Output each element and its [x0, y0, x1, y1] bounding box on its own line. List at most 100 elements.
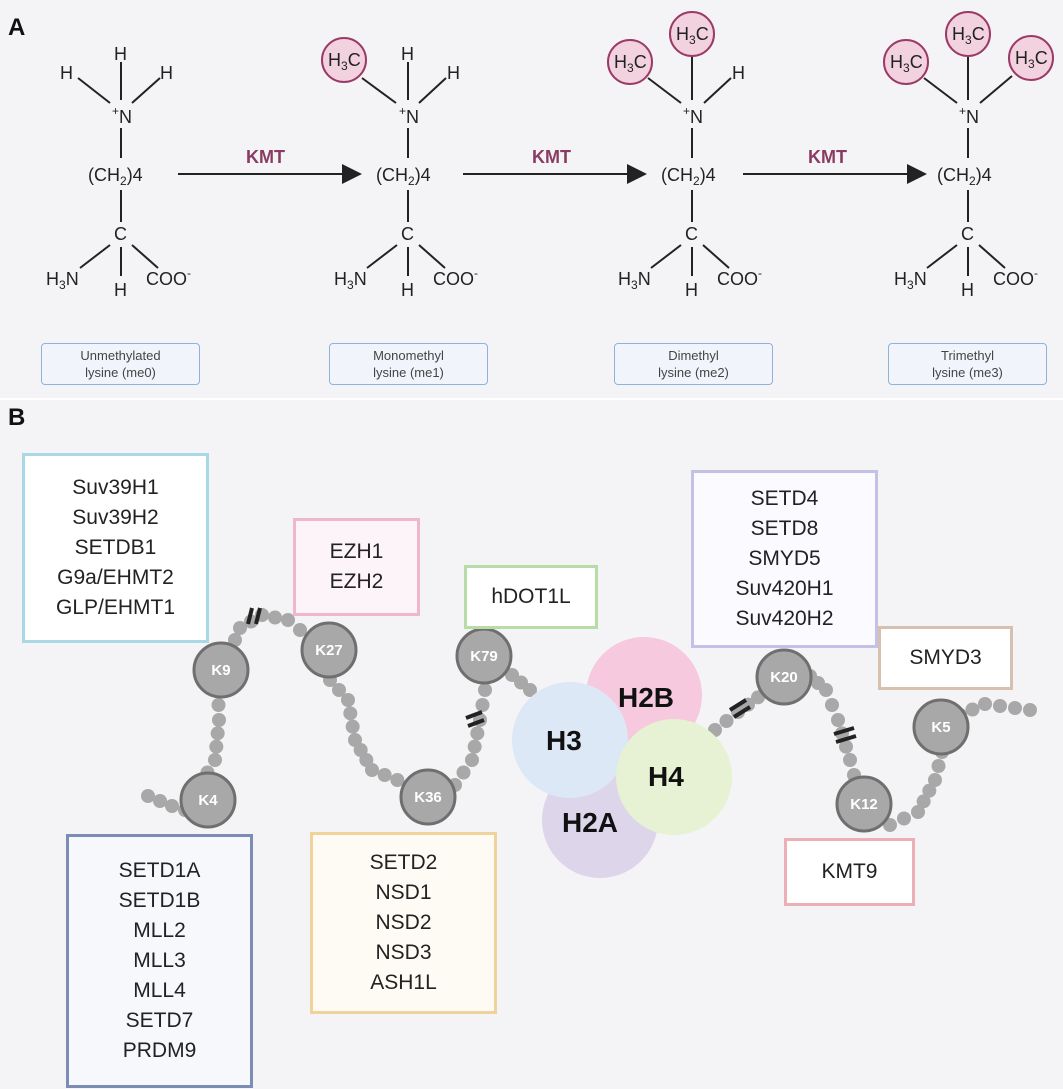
residue-bead — [228, 633, 242, 647]
residue-bead — [931, 759, 946, 773]
enzyme-name: SETD4 — [750, 487, 819, 510]
residue-bead — [211, 698, 226, 712]
residue-bead — [478, 683, 492, 697]
residue-bead — [343, 706, 358, 721]
residue-bead — [281, 613, 295, 627]
svg-text:H: H — [401, 44, 414, 64]
residue-bead — [467, 739, 482, 754]
histone-h3-label: H3 — [546, 725, 582, 756]
residue-bead — [922, 783, 937, 798]
enzyme-name: SETD8 — [750, 517, 819, 540]
svg-text:(CH2)4: (CH2)4 — [376, 165, 431, 188]
svg-text:H3C: H3C — [952, 24, 985, 47]
enzyme-name: SETD1B — [118, 889, 201, 912]
state-label-line: Unmethylated — [80, 348, 161, 363]
residue-bead — [268, 610, 282, 625]
state-label-line: lysine (me2) — [658, 365, 729, 380]
enzyme-name: SETD7 — [125, 1009, 194, 1032]
svg-text:H: H — [160, 63, 173, 83]
lysine-site-label: K36 — [414, 789, 442, 806]
state-label-line: lysine (me0) — [85, 365, 156, 380]
svg-text:COO-: COO- — [993, 266, 1038, 289]
enzyme-name: SETDB1 — [74, 536, 157, 559]
kmt-label-1: KMT — [246, 147, 285, 167]
enzyme-name: MLL2 — [133, 919, 186, 942]
svg-text:COO-: COO- — [433, 266, 478, 289]
enzymes-k79-box: hDOT1L — [464, 565, 598, 629]
svg-text:(CH2)4: (CH2)4 — [661, 165, 716, 188]
svg-text:(CH2)4: (CH2)4 — [88, 165, 143, 188]
enzymes-k27-box: EZH1 EZH2 — [293, 518, 420, 616]
enzyme-name: SMYD5 — [748, 547, 821, 570]
residue-bead — [1023, 703, 1037, 717]
residue-bead — [332, 683, 346, 697]
residue-bead — [719, 714, 734, 728]
enzyme-name: SETD2 — [369, 851, 438, 874]
enzyme-name: NSD2 — [375, 911, 432, 934]
lysine-site-label: K20 — [770, 669, 798, 686]
svg-text:H: H — [732, 63, 745, 83]
residue-bead — [233, 621, 247, 635]
state-label-line: Trimethyl — [941, 348, 994, 363]
lysine-site-label: K12 — [850, 796, 878, 813]
svg-text:H: H — [114, 280, 127, 300]
svg-text:+N: +N — [112, 104, 132, 127]
residue-bead — [209, 739, 224, 754]
lysine-site-k12 — [835, 775, 893, 833]
histone-h2a-label: H2A — [562, 807, 618, 838]
residue-bead — [153, 794, 167, 808]
histone-octamer: H2B H3 H4 H2A — [512, 637, 732, 878]
panel-a-letter: A — [8, 14, 26, 41]
chain-breaks — [246, 607, 857, 744]
enzyme-name: ASH1L — [370, 971, 437, 994]
residue-bead — [1008, 701, 1022, 715]
histone-h3 — [512, 682, 628, 798]
svg-text:H: H — [961, 280, 974, 300]
enzyme-name: Suv420H1 — [735, 577, 834, 600]
enzymes-k5-box: SMYD3 — [878, 626, 1013, 690]
enzyme-name: MLL4 — [133, 979, 186, 1002]
state-label-line: lysine (me1) — [373, 365, 444, 380]
state-label-me0: Unmethylated lysine (me0) — [41, 343, 200, 385]
svg-text:COO-: COO- — [717, 266, 762, 289]
kmt-label-2: KMT — [532, 147, 571, 167]
svg-text:H3N: H3N — [334, 269, 367, 292]
enzyme-name: Suv39H1 — [72, 476, 159, 499]
svg-text:H: H — [114, 44, 127, 64]
methyl-group — [1008, 35, 1054, 81]
residue-bead — [465, 753, 479, 767]
svg-text:H3C: H3C — [1015, 48, 1048, 71]
methyl-group — [607, 39, 653, 85]
kmt-label-3: KMT — [808, 147, 847, 167]
methyl-group — [883, 39, 929, 85]
lysine-site-label: K5 — [931, 719, 950, 736]
svg-text:H3N: H3N — [46, 269, 79, 292]
lysine-site-label: K27 — [315, 642, 343, 659]
methyl-group — [669, 11, 715, 57]
residue-bead — [390, 773, 405, 787]
svg-text:C: C — [114, 224, 127, 244]
residue-bead — [212, 713, 226, 727]
enzymes-k20-box: SETD4 SETD8 SMYD5 Suv420H1 Suv420H2 — [691, 470, 878, 648]
lysine-site-k27 — [300, 621, 358, 679]
lysine-site-k79 — [455, 627, 513, 685]
methyl-group — [945, 11, 991, 57]
enzyme-name: EZH1 — [329, 540, 384, 563]
residue-bead — [341, 693, 355, 707]
residue-bead — [377, 768, 392, 782]
enzyme-name: Suv420H2 — [735, 607, 834, 630]
methyl-group — [321, 37, 367, 83]
histone-h2b-label: H2B — [618, 682, 674, 713]
residue-bead — [916, 794, 931, 809]
lysine-site-label: K79 — [470, 648, 498, 665]
residue-bead — [825, 698, 839, 712]
enzymes-k9-box: Suv39H1 Suv39H2 SETDB1 G9a/EHMT2 GLP/EHM… — [22, 453, 209, 643]
residue-bead — [978, 697, 992, 711]
svg-text:H3N: H3N — [618, 269, 651, 292]
residue-bead — [208, 753, 222, 767]
svg-text:+N: +N — [683, 104, 703, 127]
svg-text:COO-: COO- — [146, 266, 191, 289]
enzyme-name: Suv39H2 — [72, 506, 159, 529]
